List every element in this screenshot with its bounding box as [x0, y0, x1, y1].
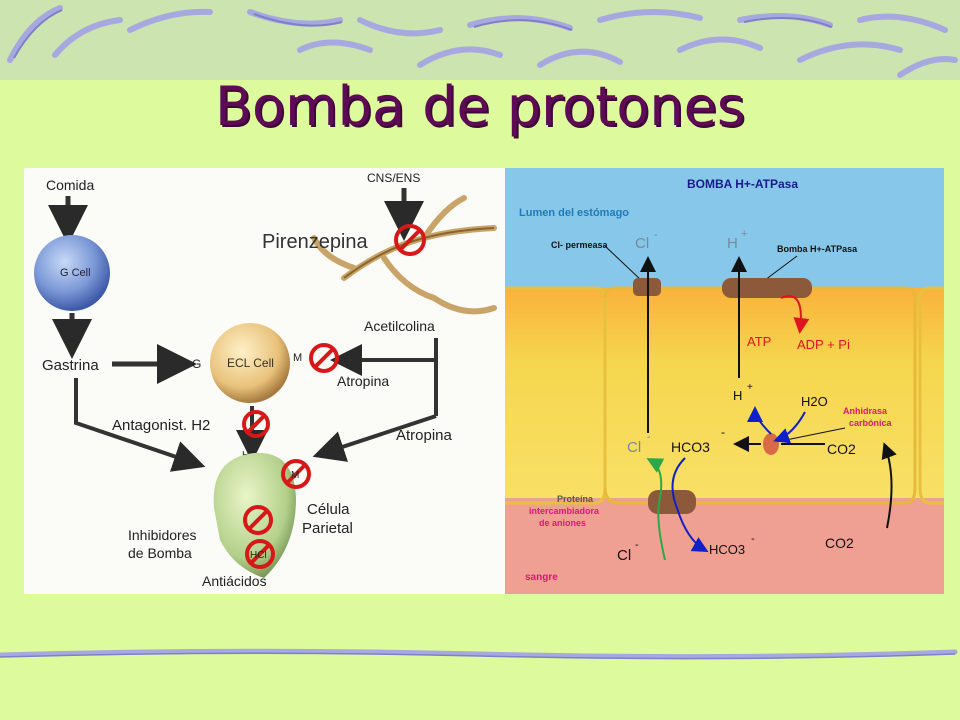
label-antiacidos: Antiácidos: [202, 573, 267, 589]
label-co2-mid: CO2: [827, 441, 856, 457]
leader-anhidrasa: [780, 427, 846, 442]
label-cl-permeasa: Cl- permeasa: [551, 240, 609, 250]
label-ecl-cell: ECL Cell: [227, 356, 274, 370]
label-hco3-mid: HCO3: [671, 439, 710, 455]
label-cl-mid: Cl: [627, 439, 641, 456]
label-sangre: sangre: [525, 572, 558, 583]
label-h-top-sup: +: [741, 228, 747, 240]
label-bomba: Bomba H+-ATPasa: [777, 244, 858, 254]
left-diagram-svg: Comida G Cell Gastrina G ECL Cell M CNS/…: [34, 171, 497, 589]
label-h2o: H2O: [801, 394, 828, 409]
right-diagram-panel: BOMBA H+-ATPasa Lumen del estómago Cl- p…: [505, 168, 944, 594]
cell-main-boundary: [603, 286, 917, 505]
label-adp: ADP + Pi: [797, 337, 850, 352]
no-sign-h2: [242, 410, 270, 438]
label-hco3-bottom-sup: -: [751, 533, 755, 545]
no-sign-hcl: [245, 539, 275, 569]
label-hco3-mid-sup: -: [721, 425, 725, 439]
heading: BOMBA H+-ATPasa: [687, 177, 798, 191]
right-diagram-svg: BOMBA H+-ATPasa Lumen del estómago Cl- p…: [505, 168, 944, 594]
arrow-gastrina-down: [74, 378, 206, 472]
label-h-mid: H: [733, 388, 742, 403]
label-h-mid-sup: +: [747, 382, 753, 393]
no-sign-pirenzepina: [394, 224, 426, 256]
label-g: G: [192, 357, 201, 371]
slide-title: Bomba de protones: [214, 75, 745, 138]
arrow-co2-up: [881, 442, 897, 529]
arrow-h2o-enzyme: [773, 411, 806, 444]
label-m2: M: [291, 470, 299, 481]
label-celula: Célula: [307, 501, 350, 518]
label-gastrina: Gastrina: [42, 357, 99, 374]
label-anhidrasa: Anhidrasa: [843, 406, 888, 416]
label-proteina-3: de aniones: [539, 518, 586, 528]
no-sign-bomba: [243, 505, 273, 535]
arrow-atp-adp: [780, 295, 810, 334]
label-cl-bottom-sup: -: [635, 539, 639, 551]
g-cell-circle: [34, 235, 110, 311]
label-cl-bottom: Cl: [617, 547, 631, 564]
label-comida: Comida: [46, 177, 94, 193]
label-lumen: Lumen del estómago: [519, 207, 629, 219]
label-inhibidores: Inhibidores: [128, 527, 197, 543]
cell-left-boundary: [505, 286, 607, 505]
label-hcl: HCl: [250, 550, 267, 561]
label-m1: M: [293, 352, 302, 364]
anhidrasa-enzyme: [763, 433, 779, 455]
arrow-hco3-out: [671, 457, 709, 552]
label-gcell: G Cell: [60, 267, 91, 279]
cell-right-boundary: [918, 286, 944, 505]
lumen-region: [505, 168, 944, 288]
arrow-cl-in: [646, 458, 666, 561]
left-diagram-panel: Comida G Cell Gastrina G ECL Cell M CNS/…: [24, 168, 505, 594]
top-decorative-band: [0, 0, 960, 80]
label-co2-bottom: CO2: [825, 535, 854, 551]
label-atropina-1: Atropina: [337, 373, 389, 389]
arrow-acetil-parietal: [312, 414, 437, 462]
no-sign-atropina-1: [309, 343, 339, 373]
label-atropina-2: Atropina: [396, 427, 453, 444]
leader-cl-permeasa: [604, 245, 642, 281]
label-h-top: H: [727, 235, 738, 252]
label-cl-top-sup: -: [654, 229, 658, 241]
label-atp: ATP: [747, 334, 771, 349]
leader-bomba: [764, 255, 798, 281]
label-parietal: Parietal: [302, 520, 353, 537]
label-antagonist-h2: Antagonist. H2: [112, 417, 210, 434]
label-cl-mid-sup: -: [647, 431, 651, 443]
ecl-cell-circle: [210, 323, 290, 403]
label-hco3-bottom: HCO3: [709, 542, 745, 557]
h-atpasa-pump: [722, 278, 812, 298]
label-de-bomba: de Bomba: [128, 545, 192, 561]
parietal-cell-shape: [213, 452, 296, 578]
arrow-to-h: [747, 406, 772, 435]
no-sign-m2: [281, 459, 311, 489]
label-cns-ens: CNS/ENS: [367, 171, 420, 185]
label-proteina-2: intercambiadora: [529, 506, 600, 516]
decorative-swooshes-top: [7, 5, 958, 78]
decorative-swooshes-bottom: [0, 648, 958, 660]
label-cl-top: Cl: [635, 235, 649, 252]
blood-region: [505, 498, 944, 594]
label-carbonica: carbónica: [849, 418, 893, 428]
label-pirenzepina: Pirenzepina: [262, 231, 369, 253]
label-proteina-1: Proteína: [557, 494, 594, 504]
label-acetilcolina: Acetilcolina: [364, 318, 435, 334]
cell-region: [505, 288, 944, 498]
